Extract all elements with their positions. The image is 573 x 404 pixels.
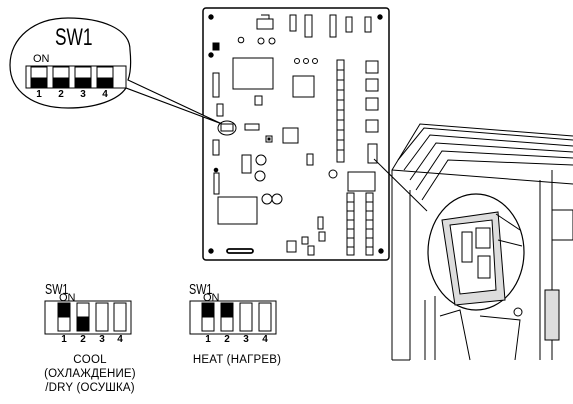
cool-caption-line-2: (ОХЛАЖДЕНИЕ) — [44, 368, 136, 380]
callout-num-2: 2 — [58, 89, 64, 100]
cool-num-2: 2 — [80, 334, 86, 345]
callout-num-4: 4 — [102, 89, 108, 100]
cool-num-3: 3 — [99, 334, 105, 345]
callout-title: SW1 — [55, 24, 93, 51]
heat-switch-title: SW1 — [189, 281, 213, 298]
cool-num-4: 4 — [117, 334, 123, 345]
pcb-board — [202, 7, 390, 261]
cool-num-1: 1 — [61, 334, 67, 345]
switch-heat-drawing — [189, 300, 277, 335]
callout-num-1: 1 — [36, 89, 42, 100]
leader-line — [373, 158, 428, 212]
cool-caption: COOL (ОХЛАЖДЕНИЕ) /DRY (ОСУШКА) — [38, 353, 142, 395]
sw1-callout — [9, 17, 223, 125]
callout-on-label: ON — [33, 53, 50, 65]
switch-cool-drawing — [44, 300, 132, 335]
heat-num-1: 1 — [205, 334, 211, 345]
cool-switch-title: SW1 — [45, 281, 69, 298]
cool-caption-line-3: /DRY (ОСУШКА) — [45, 382, 135, 394]
cool-on-label: ON — [59, 292, 76, 304]
heat-on-label: ON — [203, 292, 220, 304]
cool-caption-line-1: COOL — [73, 354, 107, 366]
outdoor-unit — [391, 123, 573, 361]
heat-caption: HEAT (НАГРЕВ) — [192, 354, 282, 366]
heat-num-2: 2 — [224, 334, 230, 345]
callout-num-3: 3 — [80, 89, 86, 100]
heat-num-3: 3 — [243, 334, 249, 345]
heat-num-4: 4 — [262, 334, 268, 345]
